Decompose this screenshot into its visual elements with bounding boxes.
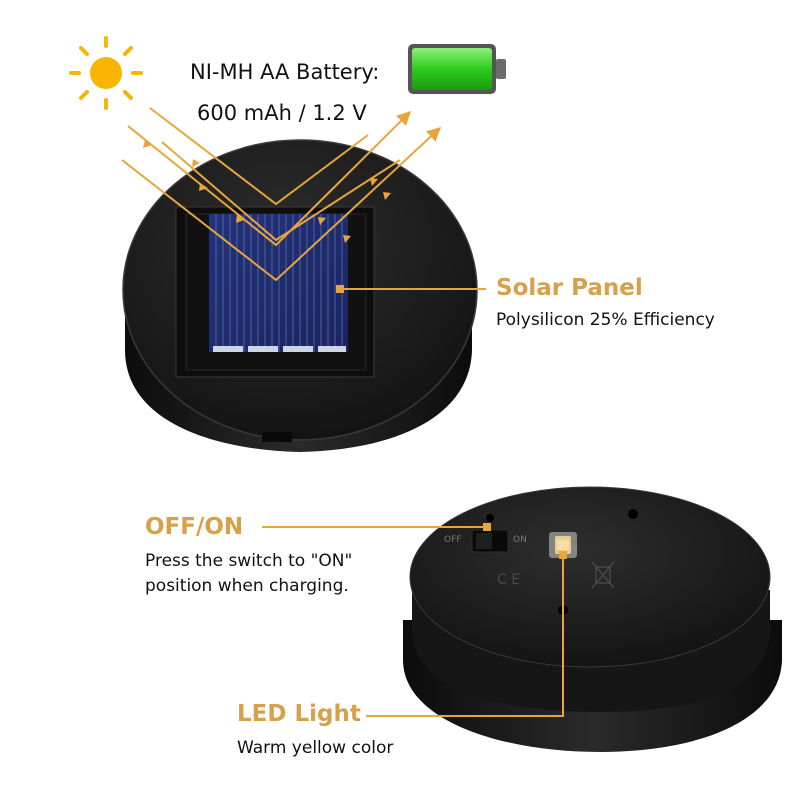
switch-off-label: OFF xyxy=(444,535,462,545)
sun-icon xyxy=(69,36,143,110)
battery-icon xyxy=(408,44,506,94)
led-description: Warm yellow color xyxy=(237,738,394,758)
led-callout-line xyxy=(366,555,564,717)
switch-description-line1: Press the switch to "ON" xyxy=(145,551,353,571)
switch-description-line2: position when charging. xyxy=(145,576,349,596)
sun-rays xyxy=(121,107,442,282)
svg-text:C E: C E xyxy=(497,572,520,588)
weee-bin-icon xyxy=(591,561,615,589)
switch-on-label: ON xyxy=(513,535,527,545)
power-switch[interactable] xyxy=(471,529,509,553)
led-light xyxy=(549,532,577,558)
battery-title: NI-MH AA Battery: xyxy=(190,60,380,84)
battery-base-device: C E xyxy=(403,486,782,752)
battery-spec: 600 mAh / 1.2 V xyxy=(197,101,367,125)
solar-panel-title: Solar Panel xyxy=(496,275,643,301)
solar-panel xyxy=(209,214,348,352)
ce-mark-icon: C E xyxy=(497,572,520,588)
solar-panel-description: Polysilicon 25% Efficiency xyxy=(496,310,715,330)
led-title: LED Light xyxy=(237,701,361,727)
switch-title: OFF/ON xyxy=(145,514,244,540)
